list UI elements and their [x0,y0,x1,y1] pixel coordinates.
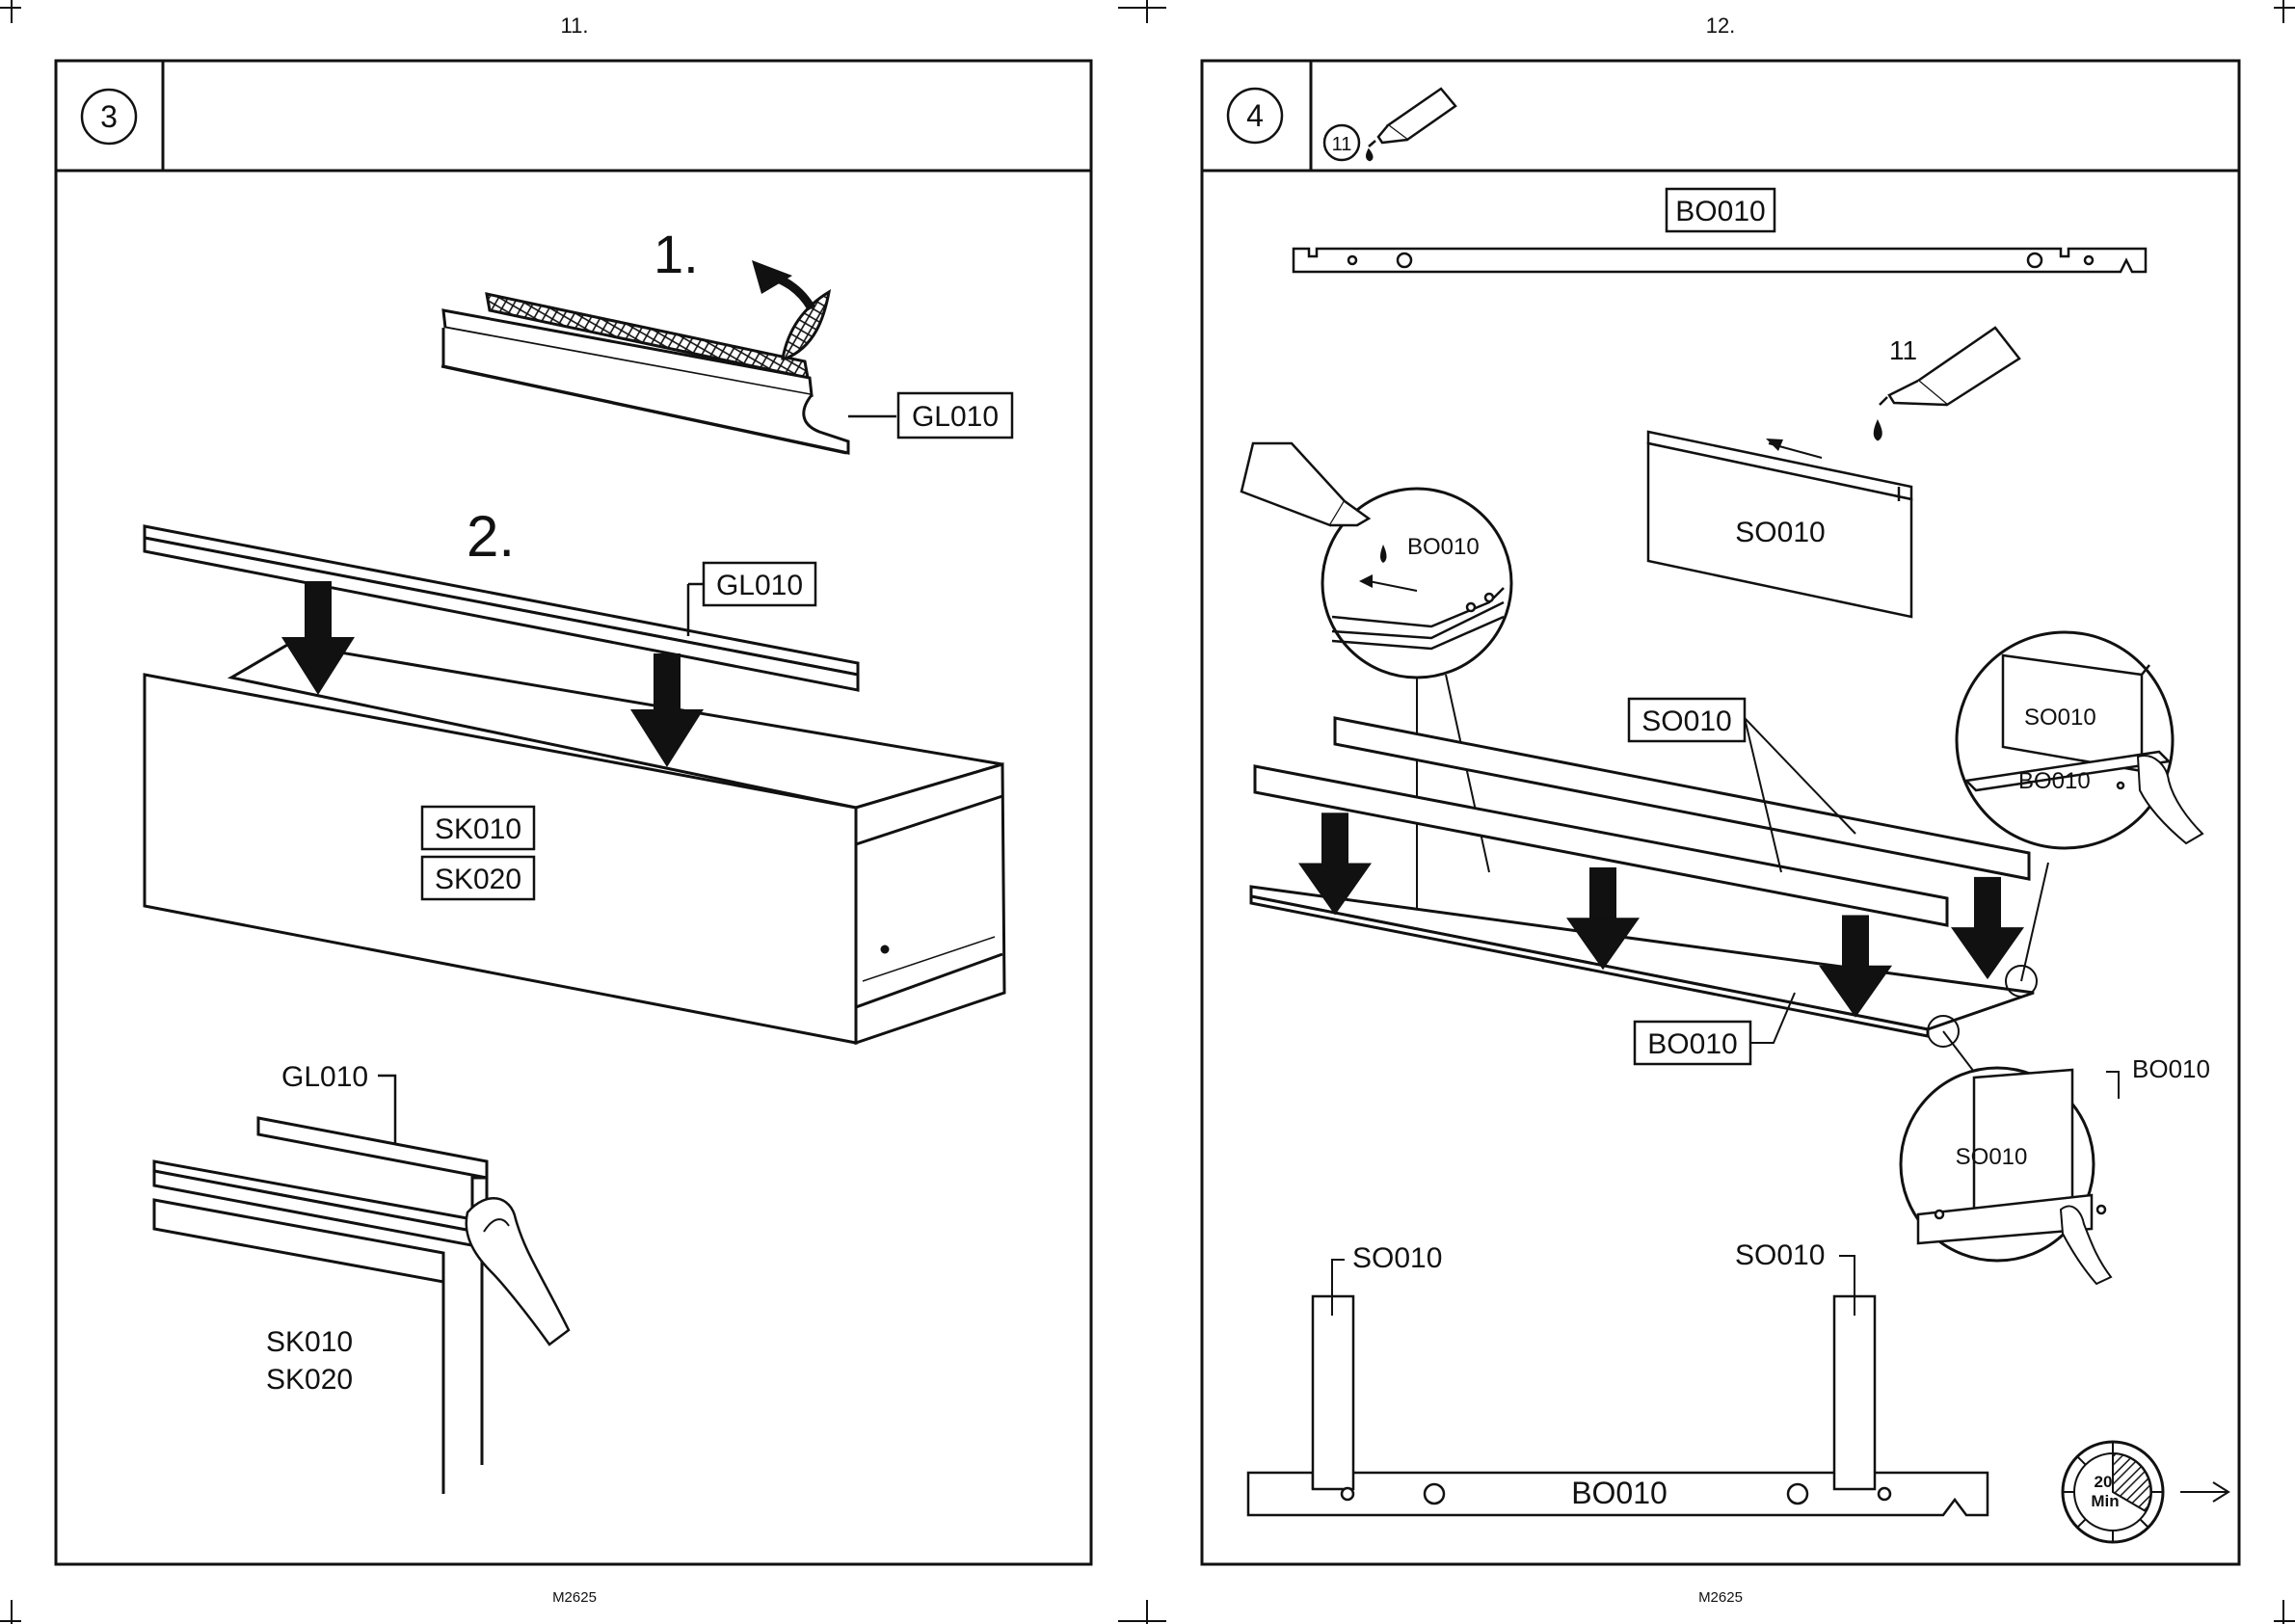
glue-number: 11 [1889,335,1917,365]
handle-profile-tape [441,292,848,453]
part-label-bo010-bottom: BO010 [1571,1476,1668,1510]
profile-detail [154,1118,487,1494]
part-label-sk020-detail: SK020 [266,1364,353,1396]
glue-tube-icon [1367,89,1455,160]
next-arrow-icon [2180,1482,2228,1502]
part-label-so010-zoom-bottom: SO010 [1956,1144,2028,1170]
step-number: 4 [1246,98,1264,133]
part-label-so010-zoom-top: SO010 [2024,705,2096,731]
left-page: 11. 3 1. GL010 2. GL010 [56,13,1091,1606]
page-number: 12. [1706,13,1736,38]
bottom-board-outline [1294,249,2146,272]
part-label-sk020: SK020 [435,864,521,895]
part-label-bo010-main: BO010 [1647,1028,1737,1060]
part-label-sk010-detail: SK010 [266,1326,353,1358]
part-label-bo010-top: BO010 [1675,196,1765,227]
footer-code: M2625 [1698,1589,1743,1606]
part-label-bo010-zoom-top: BO010 [2018,768,2091,794]
footer-code: M2625 [552,1589,597,1606]
step-number: 3 [100,99,118,134]
drawer-box [145,644,1004,1043]
part-label-so010-bottom-left: SO010 [1352,1242,1442,1274]
part-label-gl010-2: GL010 [716,570,803,601]
part-label-so010-main: SO010 [1641,706,1731,737]
page-number: 11. [561,13,589,38]
timer-value: 20 [2095,1473,2113,1491]
down-arrow-icon [1951,877,2024,979]
part-label-sk010: SK010 [435,813,521,845]
glue-reference: 11 [1332,134,1352,155]
part-label-gl010: GL010 [912,401,999,433]
timer-icon: 20 Min [2063,1442,2163,1542]
glue-tube-icon [1241,443,1369,525]
right-page: 12. 4 11 BO010 11 [1202,13,2239,1606]
timer-unit: Min [2091,1492,2119,1510]
part-label-so010-bottom-right: SO010 [1735,1239,1825,1271]
assembly-panels [1251,718,2034,1036]
part-label-bo010-zoom: BO010 [1407,534,1480,560]
part-label-so010-tube: SO010 [1735,517,1825,548]
substep-1: 1. [654,224,699,284]
part-label-bo010-zoom-bottom: BO010 [2132,1054,2210,1083]
substep-2: 2. [467,504,515,569]
part-label-gl010-detail: GL010 [281,1061,368,1093]
